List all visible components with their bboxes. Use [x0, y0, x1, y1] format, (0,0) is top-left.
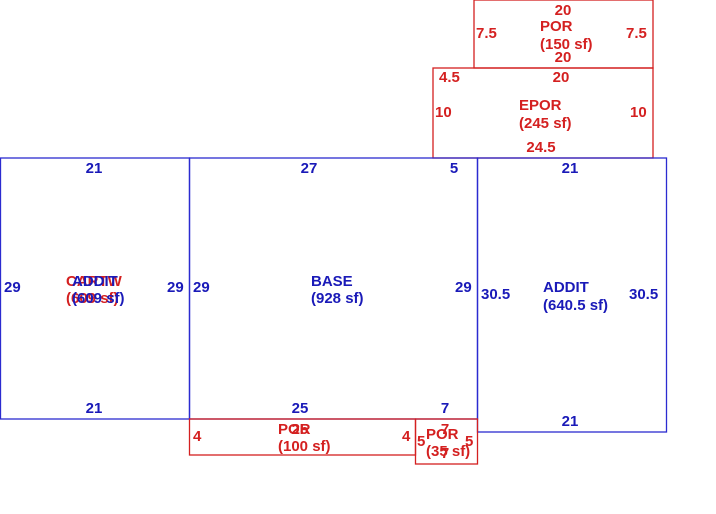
epor-label: EPOR: [519, 97, 562, 114]
por-top-dim-left: 7.5: [476, 25, 497, 42]
epor-dim-bottom: 24.5: [526, 139, 555, 156]
por-small-dim-right: 5: [465, 433, 473, 450]
por-top-label: POR: [540, 18, 573, 35]
base-dim-bottom: 25: [292, 400, 309, 417]
base-area-value: (928 sf): [311, 290, 364, 307]
base-dim-left: 29: [193, 279, 210, 296]
epor-dim-top: 20: [553, 69, 570, 86]
addit-right-outline: [476, 157, 668, 433]
base-label: BASE: [311, 273, 353, 290]
por-small-outline: [414, 418, 479, 465]
por-top-area-value: (150 sf): [540, 36, 593, 53]
addit-right-label: ADDIT: [543, 279, 589, 296]
por-bottom-dim-top: 25: [292, 421, 309, 438]
por-small-dim-top: 7: [441, 421, 449, 438]
epor-area-value: (245 sf): [519, 115, 572, 132]
addit-right-dim-right: 30.5: [629, 286, 658, 303]
por-bottom-dim-right: 4: [402, 428, 411, 445]
addit-left-dim-left: 29: [4, 279, 21, 296]
addit-right-area-value: (640.5 sf): [543, 297, 608, 314]
addit-left-area-value: (609 sf): [72, 290, 125, 307]
base-dim-bottom-right: 7: [441, 400, 449, 417]
cartw-label: CARTW: [66, 273, 123, 290]
por-bottom-dim-left: 4: [193, 428, 202, 445]
base-dim-right: 29: [455, 279, 472, 296]
addit-right-dim-top: 21: [562, 160, 579, 177]
epor-dim-right: 10: [630, 104, 647, 121]
por-small-label: POR: [426, 426, 459, 443]
por-top-area: 20 7.5 7.5 POR (150 sf) 20: [473, 0, 654, 69]
addit-left-dim-right: 29: [167, 279, 184, 296]
addit-right-area: 21 30.5 30.5 ADDIT (640.5 sf) 21: [476, 157, 668, 433]
addit-right-dim-left: 30.5: [481, 286, 510, 303]
epor-dim-left: 10: [435, 104, 452, 121]
por-small-area-value: (35 sf): [426, 443, 470, 460]
addit-left-area: 21 29 29 CARTW (609 sf) ADDIT (609 sf) 2…: [0, 157, 191, 420]
epor-dim-left-top: 4.5: [439, 69, 460, 86]
epor-area: 4.5 20 10 10 EPOR (245 sf) 24.5: [432, 67, 654, 159]
addit-right-dim-bottom: 21: [562, 413, 579, 430]
base-dim-top-right: 5: [450, 160, 458, 177]
addit-left-label: ADDIT: [72, 273, 118, 290]
por-bottom-area-value: (100 sf): [278, 438, 331, 455]
por-small-dim-left: 5: [417, 433, 425, 450]
base-area: 27 5 29 29 BASE (928 sf) 25 7: [188, 157, 479, 420]
por-small-dim-bottom: 7: [441, 445, 449, 462]
por-top-dim-bottom: 20: [555, 49, 572, 66]
base-dim-top: 27: [301, 160, 318, 177]
por-bottom-area: 4 4 25 POR (100 sf): [188, 418, 417, 456]
por-top-dim-top: 20: [555, 2, 572, 19]
por-top-dim-right: 7.5: [626, 25, 647, 42]
addit-left-dim-top: 21: [86, 160, 103, 177]
por-bottom-label: POR: [278, 421, 311, 438]
addit-left-dim-bottom: 21: [86, 400, 103, 417]
cartw-area-value: (609 sf): [66, 290, 119, 307]
por-small-area: 7 5 5 POR (35 sf) 7: [414, 418, 479, 465]
